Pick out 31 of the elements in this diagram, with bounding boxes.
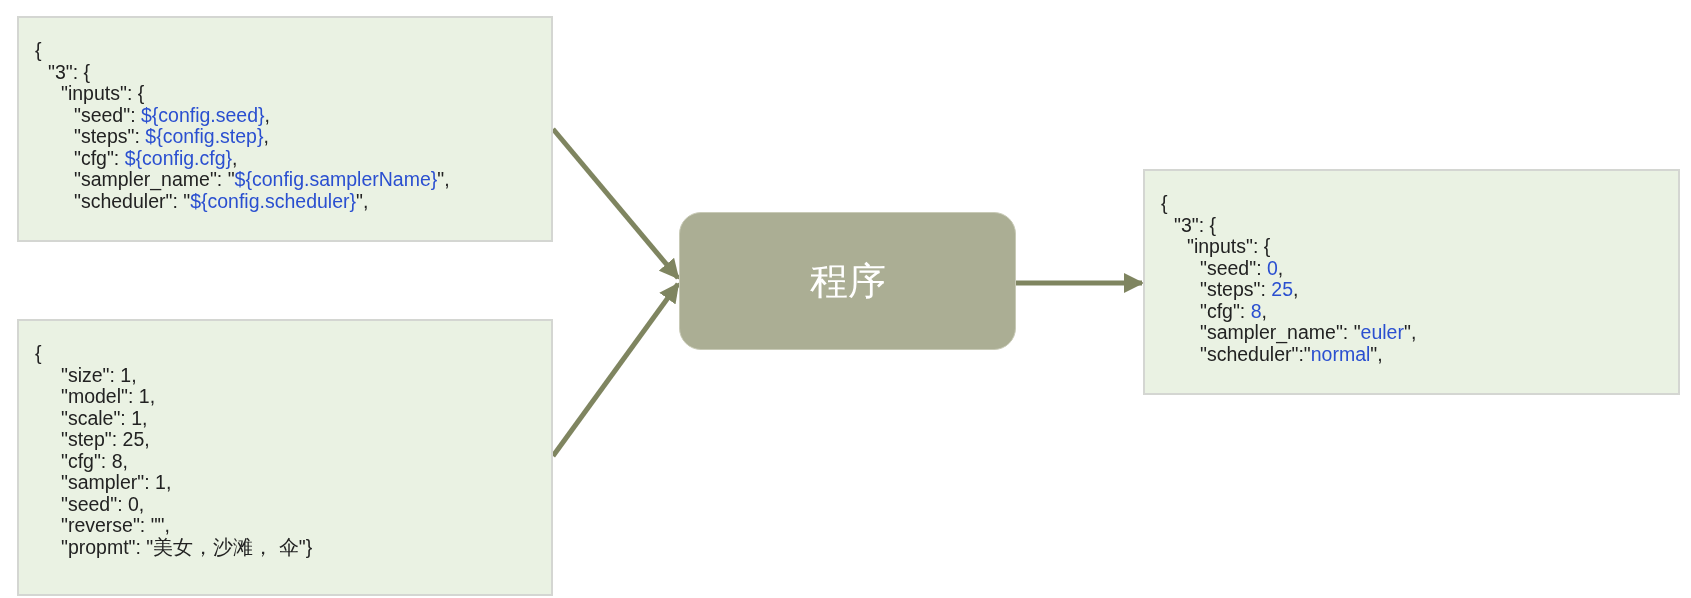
- code-line: "steps": 25,: [1200, 279, 1299, 301]
- code-line: "propmt": "美女，沙滩， 伞"}: [61, 536, 313, 558]
- code-line: "model": 1,: [61, 386, 156, 408]
- code-line: "sampler": 1,: [61, 472, 172, 494]
- code-line: "3": {: [1174, 214, 1217, 236]
- code-line: "cfg": ${config.cfg},: [74, 147, 238, 169]
- arrow: [1016, 273, 1144, 293]
- code-box: [17, 16, 553, 242]
- code-line: "size": 1,: [61, 364, 137, 386]
- code-line: {: [1161, 193, 1168, 215]
- code-line: {: [35, 343, 42, 365]
- code-line: "inputs": {: [1187, 236, 1271, 258]
- process-box: 程序: [679, 212, 1016, 350]
- code-box: [1143, 169, 1680, 395]
- code-line: {: [35, 40, 42, 62]
- code-line: "inputs": {: [61, 83, 145, 105]
- code-line: "seed": ${config.seed},: [74, 104, 270, 126]
- code-line: "reverse": "",: [61, 515, 170, 537]
- code-box: [17, 319, 553, 596]
- code-line: "seed": 0,: [61, 493, 145, 515]
- code-line: "scheduler": "${config.scheduler}",: [74, 190, 369, 212]
- code-line: "steps": ${config.step},: [74, 126, 269, 148]
- code-line: "3": {: [48, 61, 91, 83]
- code-line: "sampler_name": "euler",: [1200, 322, 1417, 344]
- code-line: "cfg": 8,: [1200, 300, 1267, 322]
- code-line: "sampler_name": "${config.samplerName}",: [74, 169, 450, 191]
- code-line: "step": 25,: [61, 429, 150, 451]
- code-line: "seed": 0,: [1200, 257, 1284, 279]
- code-line: "scheduler":"normal",: [1200, 343, 1383, 365]
- code-line: "cfg": 8,: [61, 450, 128, 472]
- code-line: "scale": 1,: [61, 407, 148, 429]
